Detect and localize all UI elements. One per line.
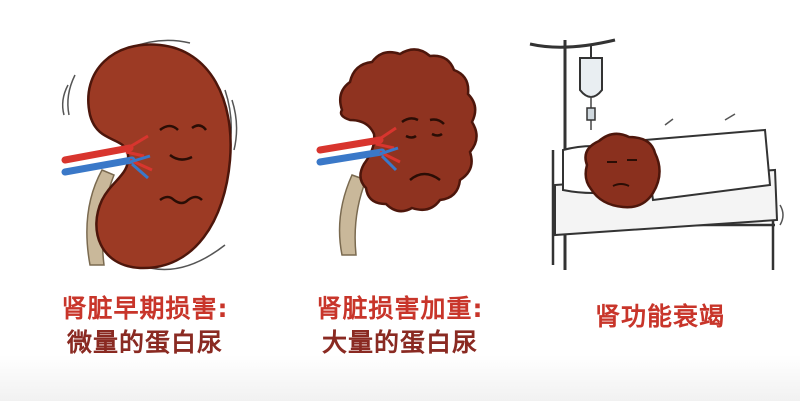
renal-vessels — [316, 126, 401, 172]
kidney-illustration-worsened — [316, 48, 478, 256]
kidney-face — [607, 159, 637, 187]
kidney-body — [339, 48, 478, 213]
floor-gradient — [0, 355, 800, 401]
caption-line-1: 肾功能衰竭 — [594, 302, 725, 331]
shake-lines — [61, 39, 238, 271]
kidney-body — [87, 43, 232, 270]
caption-line-1: 肾脏损害加重: — [316, 294, 484, 323]
shake-lines — [664, 113, 784, 226]
caption-line-1: 肾脏早期损害: — [61, 294, 229, 323]
kidney-face — [401, 117, 445, 182]
renal-vessels — [61, 134, 153, 180]
hospital-bed-illustration — [529, 38, 784, 270]
panel-early-damage: 肾脏早期损害: 微量的蛋白尿 — [20, 0, 270, 401]
kidney-face — [159, 124, 207, 205]
panel-worsened-damage: 肾脏损害加重: 大量的蛋白尿 — [280, 0, 520, 401]
kidney-illustration-early — [61, 39, 238, 271]
caption-line-2: 大量的蛋白尿 — [321, 328, 478, 357]
kidney-patient — [584, 132, 661, 209]
ureter — [338, 174, 367, 256]
caption-line-2: 微量的蛋白尿 — [66, 328, 223, 357]
panel-kidney-failure: 肾功能衰竭 — [525, 0, 795, 401]
iv-bag — [579, 46, 603, 130]
